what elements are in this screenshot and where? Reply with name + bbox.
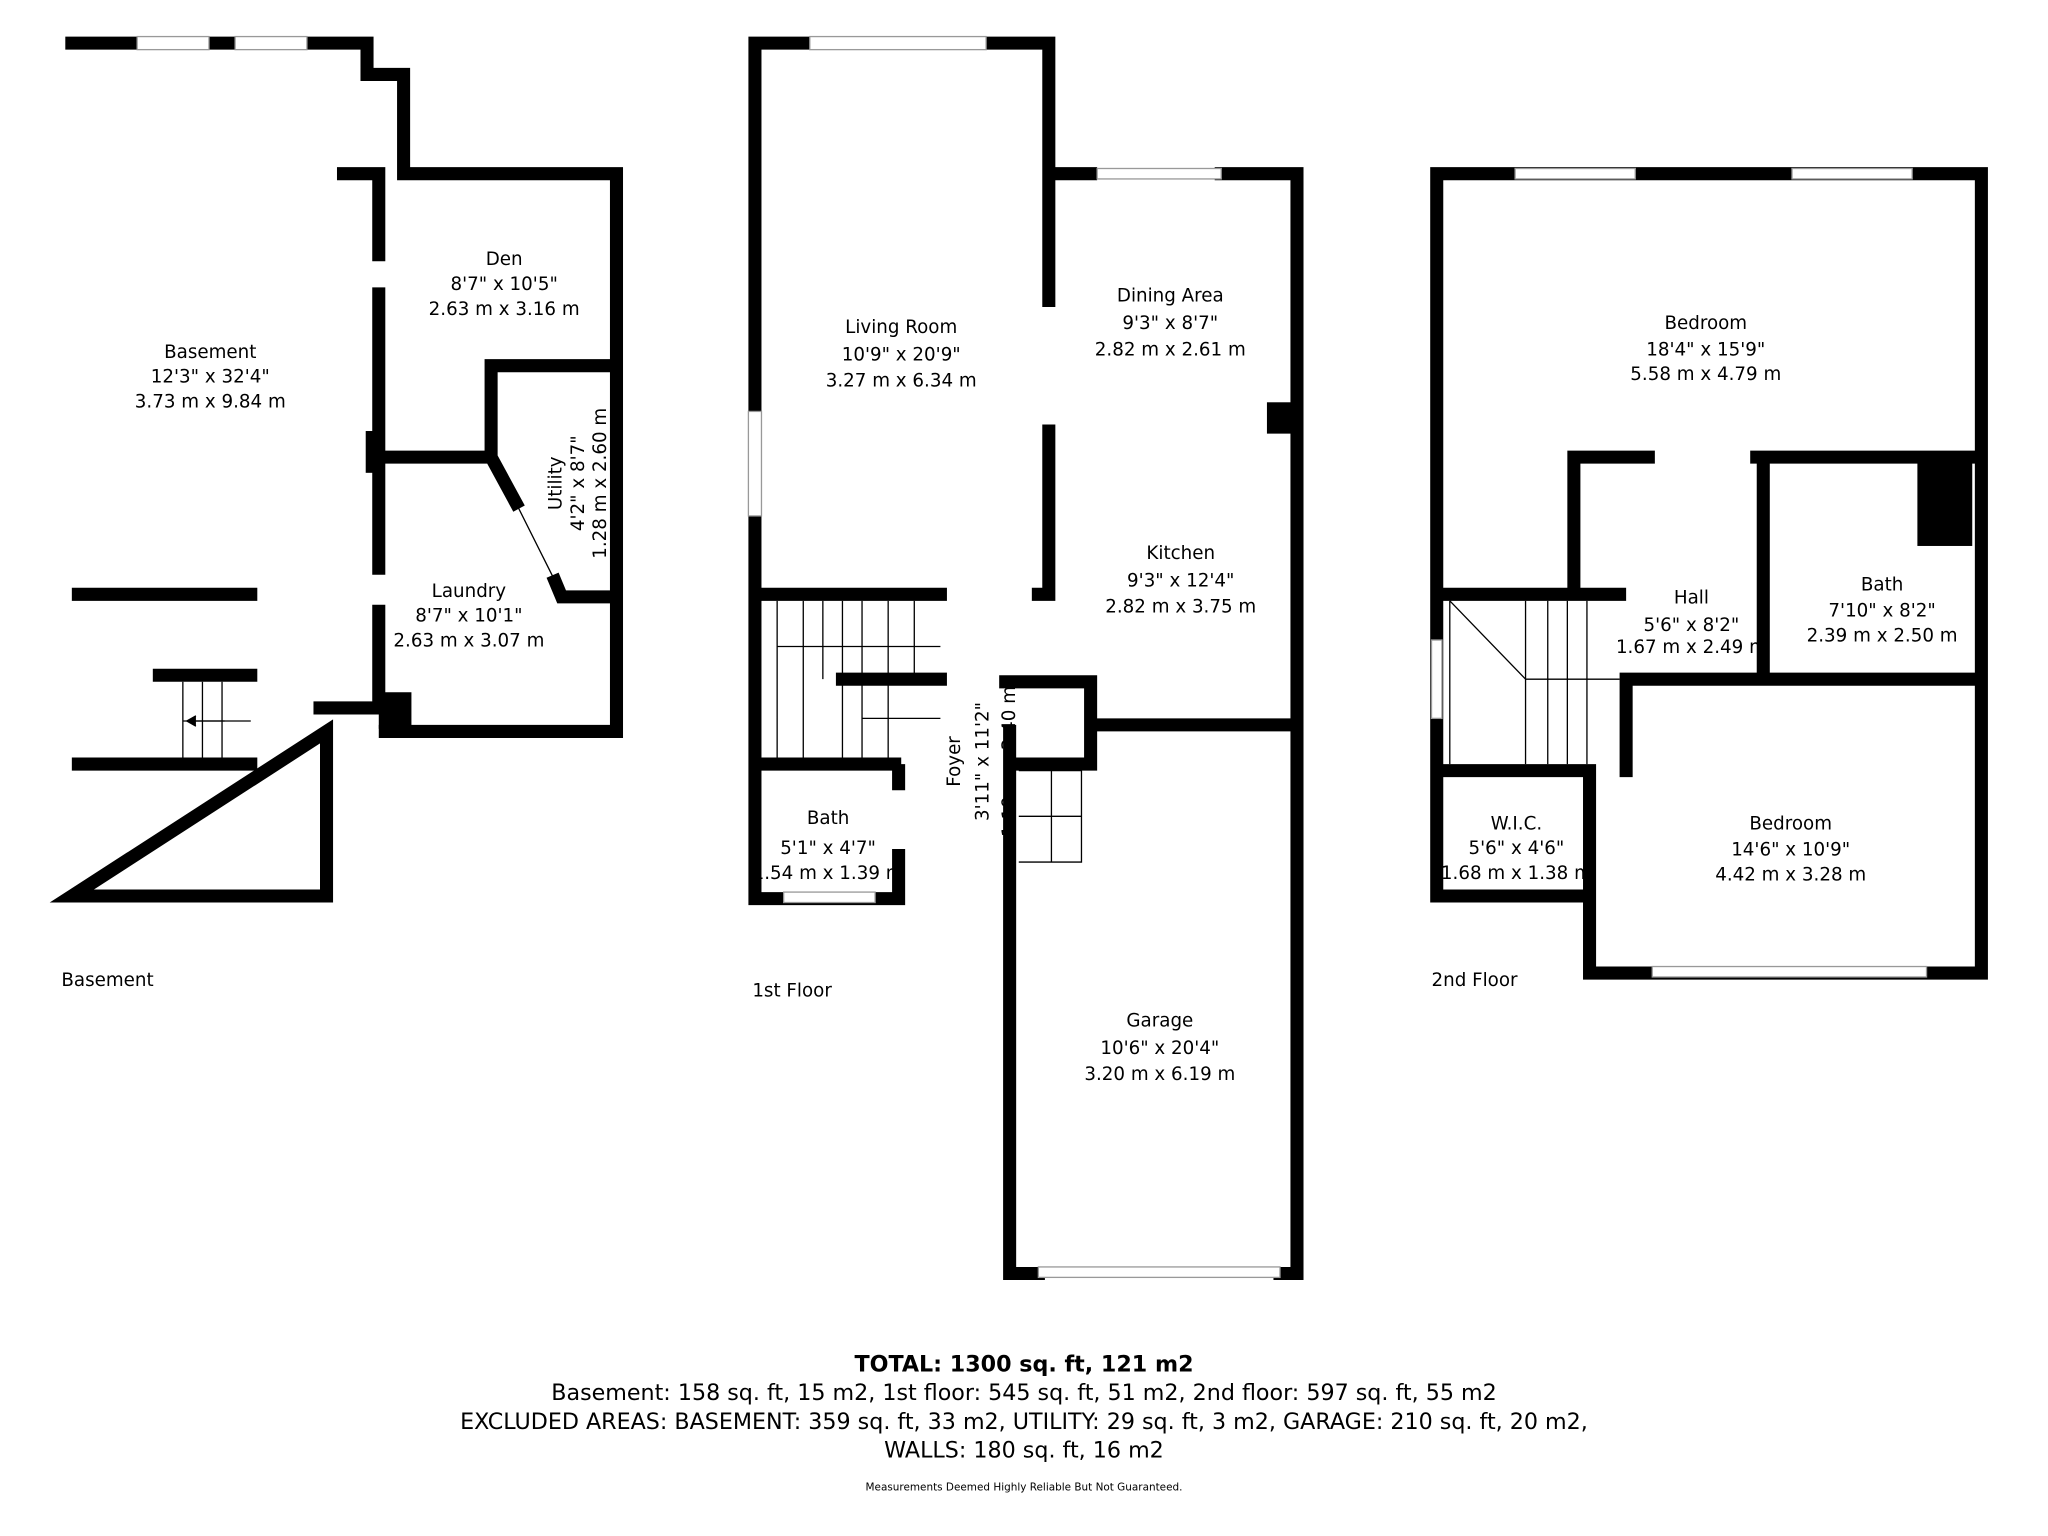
room-imperial: 3'11" x 11'2" xyxy=(973,702,994,821)
room-name: Bath xyxy=(1861,574,1903,595)
excluded-areas: EXCLUDED AREAS: BASEMENT: 359 sq. ft, 33… xyxy=(460,1409,1588,1435)
room-metric: 2.63 m x 3.07 m xyxy=(393,631,544,652)
floor-label-basement: Basement xyxy=(61,970,153,991)
room-imperial: 9'3" x 8'7" xyxy=(1122,313,1218,334)
room-metric: 1.67 m x 2.49 m xyxy=(1616,637,1767,658)
room-name: Laundry xyxy=(432,581,507,602)
room-garage: Garage 10'6" x 20'4" 3.20 m x 6.19 m xyxy=(1084,1011,1235,1086)
room-bedroom-second: Bedroom 14'6" x 10'9" 4.42 m x 3.28 m xyxy=(1715,813,1866,885)
floor-label-first: 1st Floor xyxy=(752,981,832,1002)
room-foyer: Foyer 3'11" x 11'2"1.19 m x 3.40 m xyxy=(944,686,1020,837)
room-name: Kitchen xyxy=(1146,543,1215,564)
room-wic: W.I.C. 5'6" x 4'6" 1.68 m x 1.38 m xyxy=(1441,813,1592,884)
room-name: Hall xyxy=(1674,587,1709,608)
room-imperial: 8'7" x 10'5" xyxy=(450,274,557,295)
room-imperial: 5'6" x 4'6" xyxy=(1469,838,1565,859)
floor-areas: Basement: 158 sq. ft, 15 m2, 1st floor: … xyxy=(551,1380,1496,1406)
room-bath-first: Bath 5'1" x 4'7" 1.54 m x 1.39 m xyxy=(753,808,904,884)
room-metric: 3.73 m x 9.84 m xyxy=(135,392,286,413)
room-hall: Hall 5'6" x 8'2"1.67 m x 2.49 m xyxy=(1616,587,1767,658)
room-bath-second: Bath 7'10" x 8'2" 2.39 m x 2.50 m xyxy=(1807,574,1958,646)
basement-plan xyxy=(49,35,624,903)
room-name: Dining Area xyxy=(1117,286,1224,307)
area-summary: TOTAL: 1300 sq. ft, 121 m2 Basement: 158… xyxy=(460,1351,1588,1493)
room-metric: 1.54 m x 1.39 m xyxy=(753,863,904,884)
room-name: Basement xyxy=(164,342,256,363)
room-metric: 1.19 m x 3.40 m xyxy=(999,686,1020,837)
room-metric: 4.42 m x 3.28 m xyxy=(1715,864,1866,885)
room-basement: Basement 12'3" x 32'4" 3.73 m x 9.84 m xyxy=(135,342,286,413)
room-dining-area: Dining Area 9'3" x 8'7" 2.82 m x 2.61 m xyxy=(1095,286,1246,361)
first-floor-plan xyxy=(747,35,1304,1280)
room-metric: 2.82 m x 2.61 m xyxy=(1095,339,1246,360)
room-name: Utility xyxy=(546,456,567,510)
room-imperial: 5'1" x 4'7" xyxy=(780,838,876,859)
walls-area: WALLS: 180 sq. ft, 16 m2 xyxy=(884,1438,1164,1464)
room-metric: 3.20 m x 6.19 m xyxy=(1084,1064,1235,1085)
total-area: TOTAL: 1300 sq. ft, 121 m2 xyxy=(854,1351,1193,1377)
room-name: Bedroom xyxy=(1749,813,1832,834)
room-name: Den xyxy=(486,249,523,270)
room-imperial: 14'6" x 10'9" xyxy=(1731,840,1850,861)
room-metric: 2.39 m x 2.50 m xyxy=(1807,625,1958,646)
room-imperial: 9'3" x 12'4" xyxy=(1127,570,1234,591)
room-imperial: 18'4" x 15'9" xyxy=(1646,339,1765,360)
room-metric: 1.68 m x 1.38 m xyxy=(1441,863,1592,884)
room-bedroom-main: Bedroom 18'4" x 15'9" 5.58 m x 4.79 m xyxy=(1630,313,1781,385)
second-floor-plan xyxy=(1430,167,1988,980)
room-name: Bedroom xyxy=(1664,313,1747,334)
room-metric: 5.58 m x 4.79 m xyxy=(1630,364,1781,385)
room-living-room: Living Room 10'9" x 20'9" 3.27 m x 6.34 m xyxy=(826,317,977,392)
room-imperial: 10'6" x 20'4" xyxy=(1100,1038,1219,1059)
room-laundry: Laundry 8'7" x 10'1" 2.63 m x 3.07 m xyxy=(393,581,544,652)
room-metric: 2.63 m x 3.16 m xyxy=(429,299,580,320)
room-labels: Basement 12'3" x 32'4" 3.73 m x 9.84 m Den… xyxy=(135,249,1958,1085)
room-imperial: 7'10" x 8'2" xyxy=(1828,600,1935,621)
room-name: Foyer xyxy=(944,736,965,787)
room-metric: 3.27 m x 6.34 m xyxy=(826,371,977,392)
room-kitchen: Kitchen 9'3" x 12'4" 2.82 m x 3.75 m xyxy=(1105,543,1256,618)
room-name: Garage xyxy=(1126,1011,1193,1032)
room-name: W.I.C. xyxy=(1491,813,1543,834)
room-imperial: 12'3" x 32'4" xyxy=(151,367,270,388)
floor-label-second: 2nd Floor xyxy=(1432,970,1519,991)
room-imperial: 4'2" x 8'7" xyxy=(568,435,589,531)
room-name: Living Room xyxy=(845,317,957,338)
disclaimer: Measurements Deemed Highly Reliable But … xyxy=(866,1481,1183,1493)
room-metric: 2.82 m x 3.75 m xyxy=(1105,597,1256,618)
room-metric: 1.28 m x 2.60 m xyxy=(590,408,611,559)
room-imperial: 10'9" x 20'9" xyxy=(842,344,961,365)
room-name: Bath xyxy=(807,808,849,829)
room-imperial: 8'7" x 10'1" xyxy=(415,606,522,627)
room-den: Den 8'7" x 10'5" 2.63 m x 3.16 m xyxy=(429,249,580,320)
room-imperial: 5'6" x 8'2" xyxy=(1644,615,1740,636)
